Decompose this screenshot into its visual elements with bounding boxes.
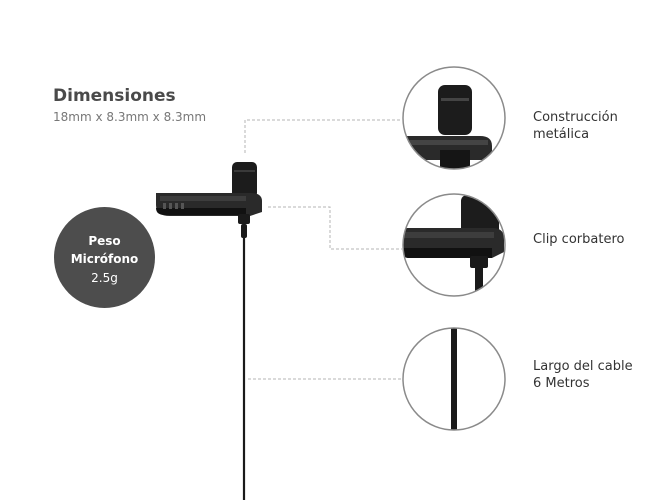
callout-label-line1: Clip corbatero: [533, 232, 625, 247]
callout-circle-cable: [402, 327, 506, 431]
callout-label-line2: 6 Metros: [533, 376, 590, 391]
dimensions-value: 18mm x 8.3mm x 8.3mm: [53, 110, 207, 124]
lavalier-microphone: [156, 162, 262, 500]
callout-label-clip: Clip corbatero: [533, 231, 624, 248]
callout-label-cable: Largo del cable 6 Metros: [533, 358, 633, 392]
callout-circle-construccion: [402, 66, 506, 170]
callout-label-line2: metálica: [533, 127, 590, 142]
leader-line-construccion: [244, 119, 402, 153]
callout-label-line1: Construcción: [533, 110, 618, 125]
leader-line-clip: [268, 206, 402, 250]
dimensions-title: Dimensiones: [53, 86, 176, 106]
weight-label-line2: Micrófono: [70, 252, 139, 266]
callout-label-construccion: Construcción metálica: [533, 109, 618, 143]
callout-label-line1: Largo del cable: [533, 359, 633, 374]
weight-badge: Peso Micrófono 2.5g: [54, 207, 155, 308]
callout-circle-clip: [402, 193, 506, 297]
weight-value: 2.5g: [91, 271, 118, 285]
weight-label-line1: Peso: [88, 234, 121, 248]
